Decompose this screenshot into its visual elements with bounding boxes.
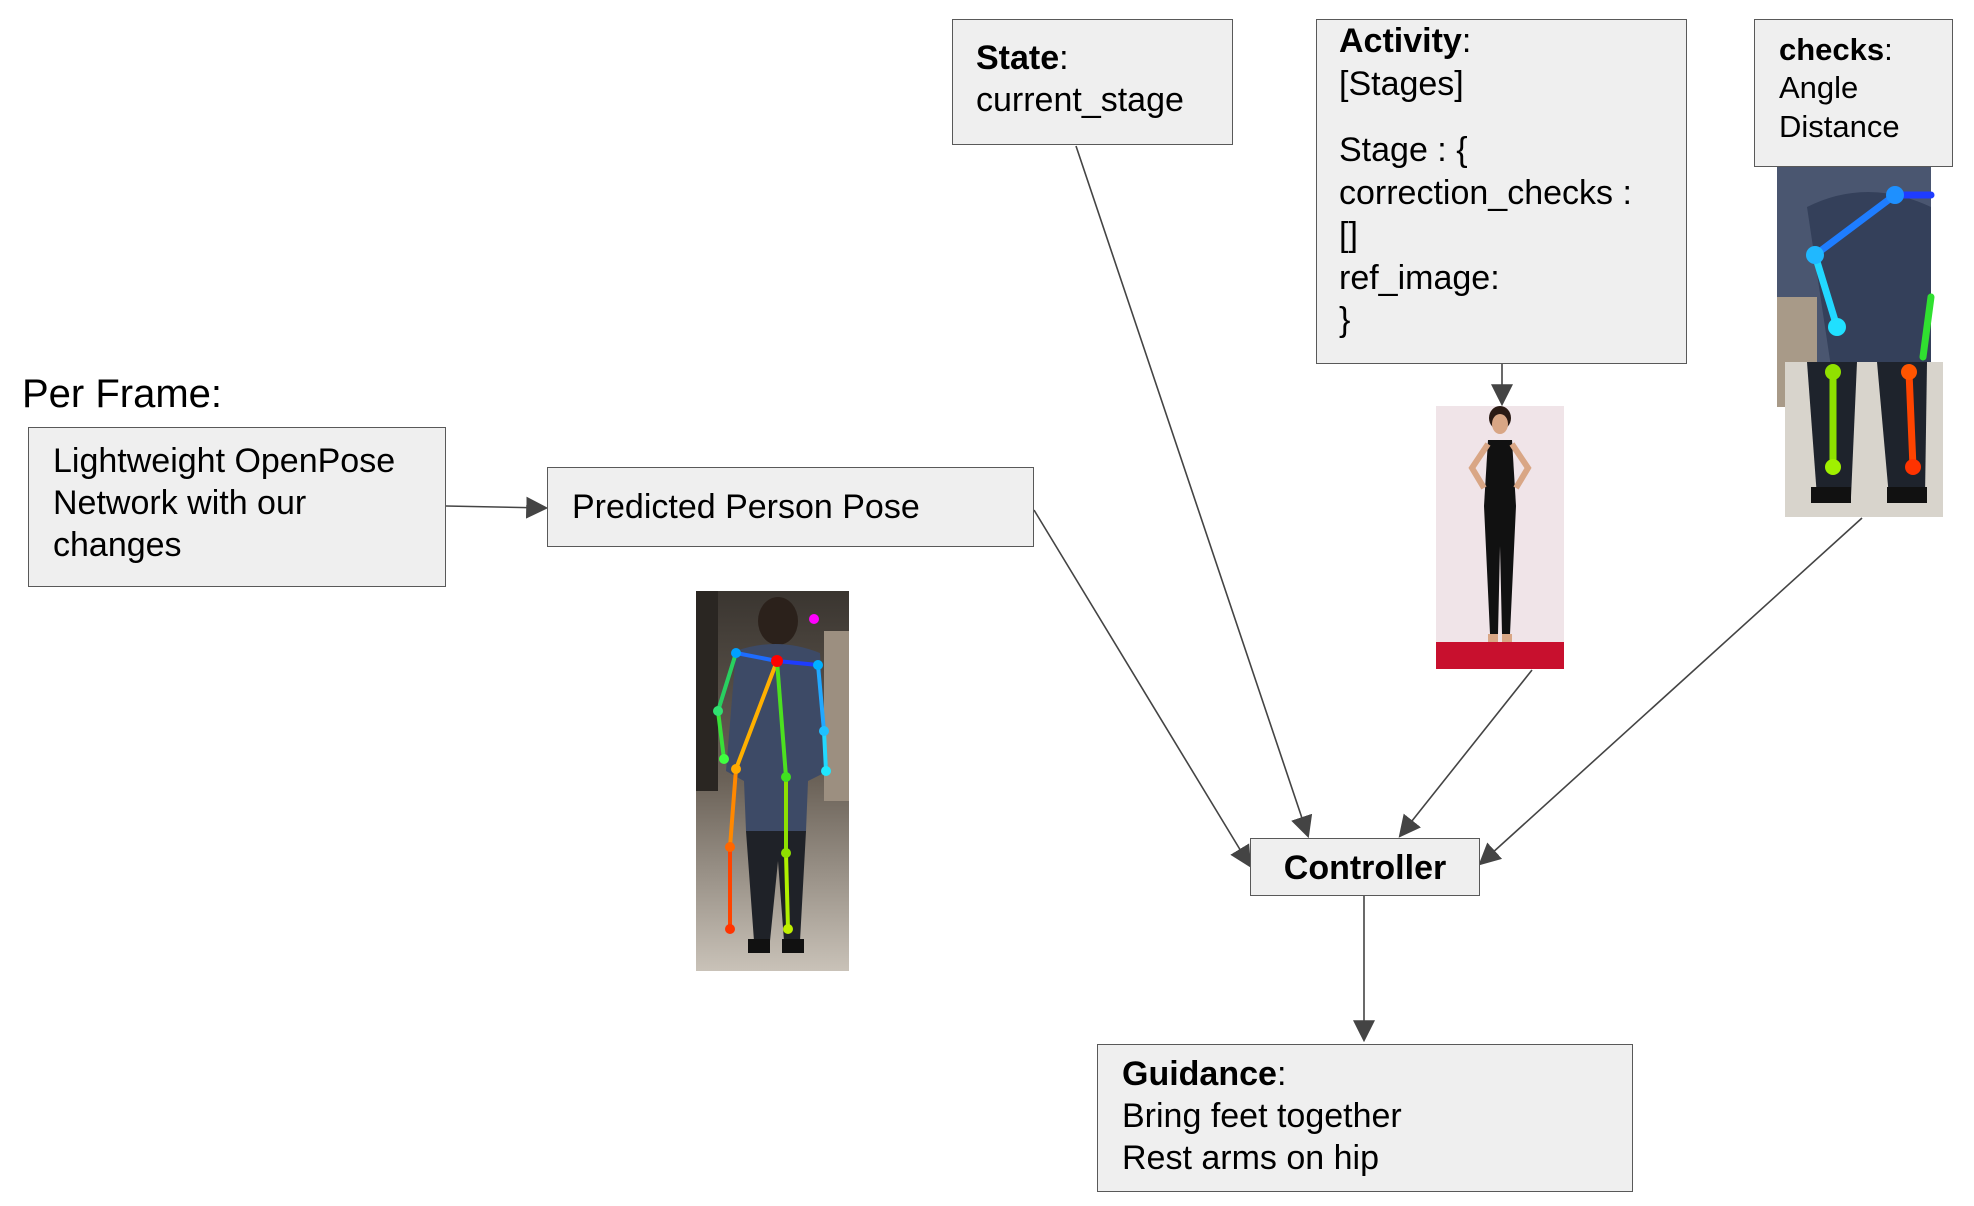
- network-box: Lightweight OpenPose Network with our ch…: [28, 427, 446, 587]
- arrow-refimage-to-controller: [1398, 669, 1533, 838]
- activity-line-2: [1339, 105, 1664, 129]
- network-line-1: Lightweight OpenPose: [53, 442, 396, 480]
- state-colon: :: [1059, 39, 1069, 77]
- controller-heading: Controller: [1283, 849, 1447, 887]
- controller-box: Controller: [1250, 838, 1480, 896]
- arrow-state-to-controller: [1075, 145, 1313, 839]
- guidance-heading: Guidance: [1122, 1055, 1277, 1093]
- predicted-pose-image: [696, 591, 849, 971]
- state-box: State: current_stage: [952, 19, 1233, 145]
- arrow-pose-to-controller: [1033, 509, 1252, 868]
- activity-heading: Activity: [1339, 22, 1462, 60]
- skeleton-photo-graphic: [696, 591, 849, 971]
- check-crop-image: [1777, 167, 1943, 517]
- network-line-2: Network with our: [53, 484, 307, 523]
- checks-line-1: Angle: [1779, 70, 1859, 106]
- checks-line-2: Distance: [1779, 108, 1900, 144]
- checks-colon: :: [1884, 32, 1893, 67]
- guidance-box: Guidance: Bring feet together Rest arms …: [1097, 1044, 1633, 1192]
- reference-image: [1436, 406, 1564, 669]
- arrow-network-to-pose: [445, 496, 549, 519]
- guidance-line-1: Bring feet together: [1122, 1097, 1402, 1136]
- activity-box: Activity: [Stages] Stage : { correction_…: [1316, 19, 1687, 364]
- activity-line-3: Stage : {: [1339, 131, 1468, 169]
- network-line-3: changes: [53, 526, 182, 565]
- reference-pose-graphic: [1436, 406, 1564, 669]
- predicted-pose-box: Predicted Person Pose: [547, 467, 1034, 547]
- activity-line-1: [Stages]: [1339, 64, 1464, 103]
- checks-box: checks: Angle Distance: [1754, 19, 1953, 167]
- activity-line-4: correction_checks :: [1339, 173, 1632, 212]
- activity-colon: :: [1461, 22, 1472, 60]
- activity-line-5: []: [1339, 216, 1358, 254]
- activity-line-6: ref_image:: [1339, 258, 1500, 297]
- arrow-checks-to-controller: [1478, 517, 1863, 866]
- activity-line-7: }: [1339, 301, 1351, 339]
- state-heading: State: [976, 39, 1060, 77]
- state-value: current_stage: [976, 81, 1184, 120]
- per-frame-label: Per Frame:: [22, 372, 223, 416]
- checks-heading: checks: [1779, 32, 1885, 67]
- check-crop-graphic: [1777, 167, 1943, 517]
- guidance-colon: :: [1276, 1055, 1287, 1093]
- predicted-pose-label: Predicted Person Pose: [572, 488, 920, 526]
- guidance-line-2: Rest arms on hip: [1122, 1139, 1379, 1178]
